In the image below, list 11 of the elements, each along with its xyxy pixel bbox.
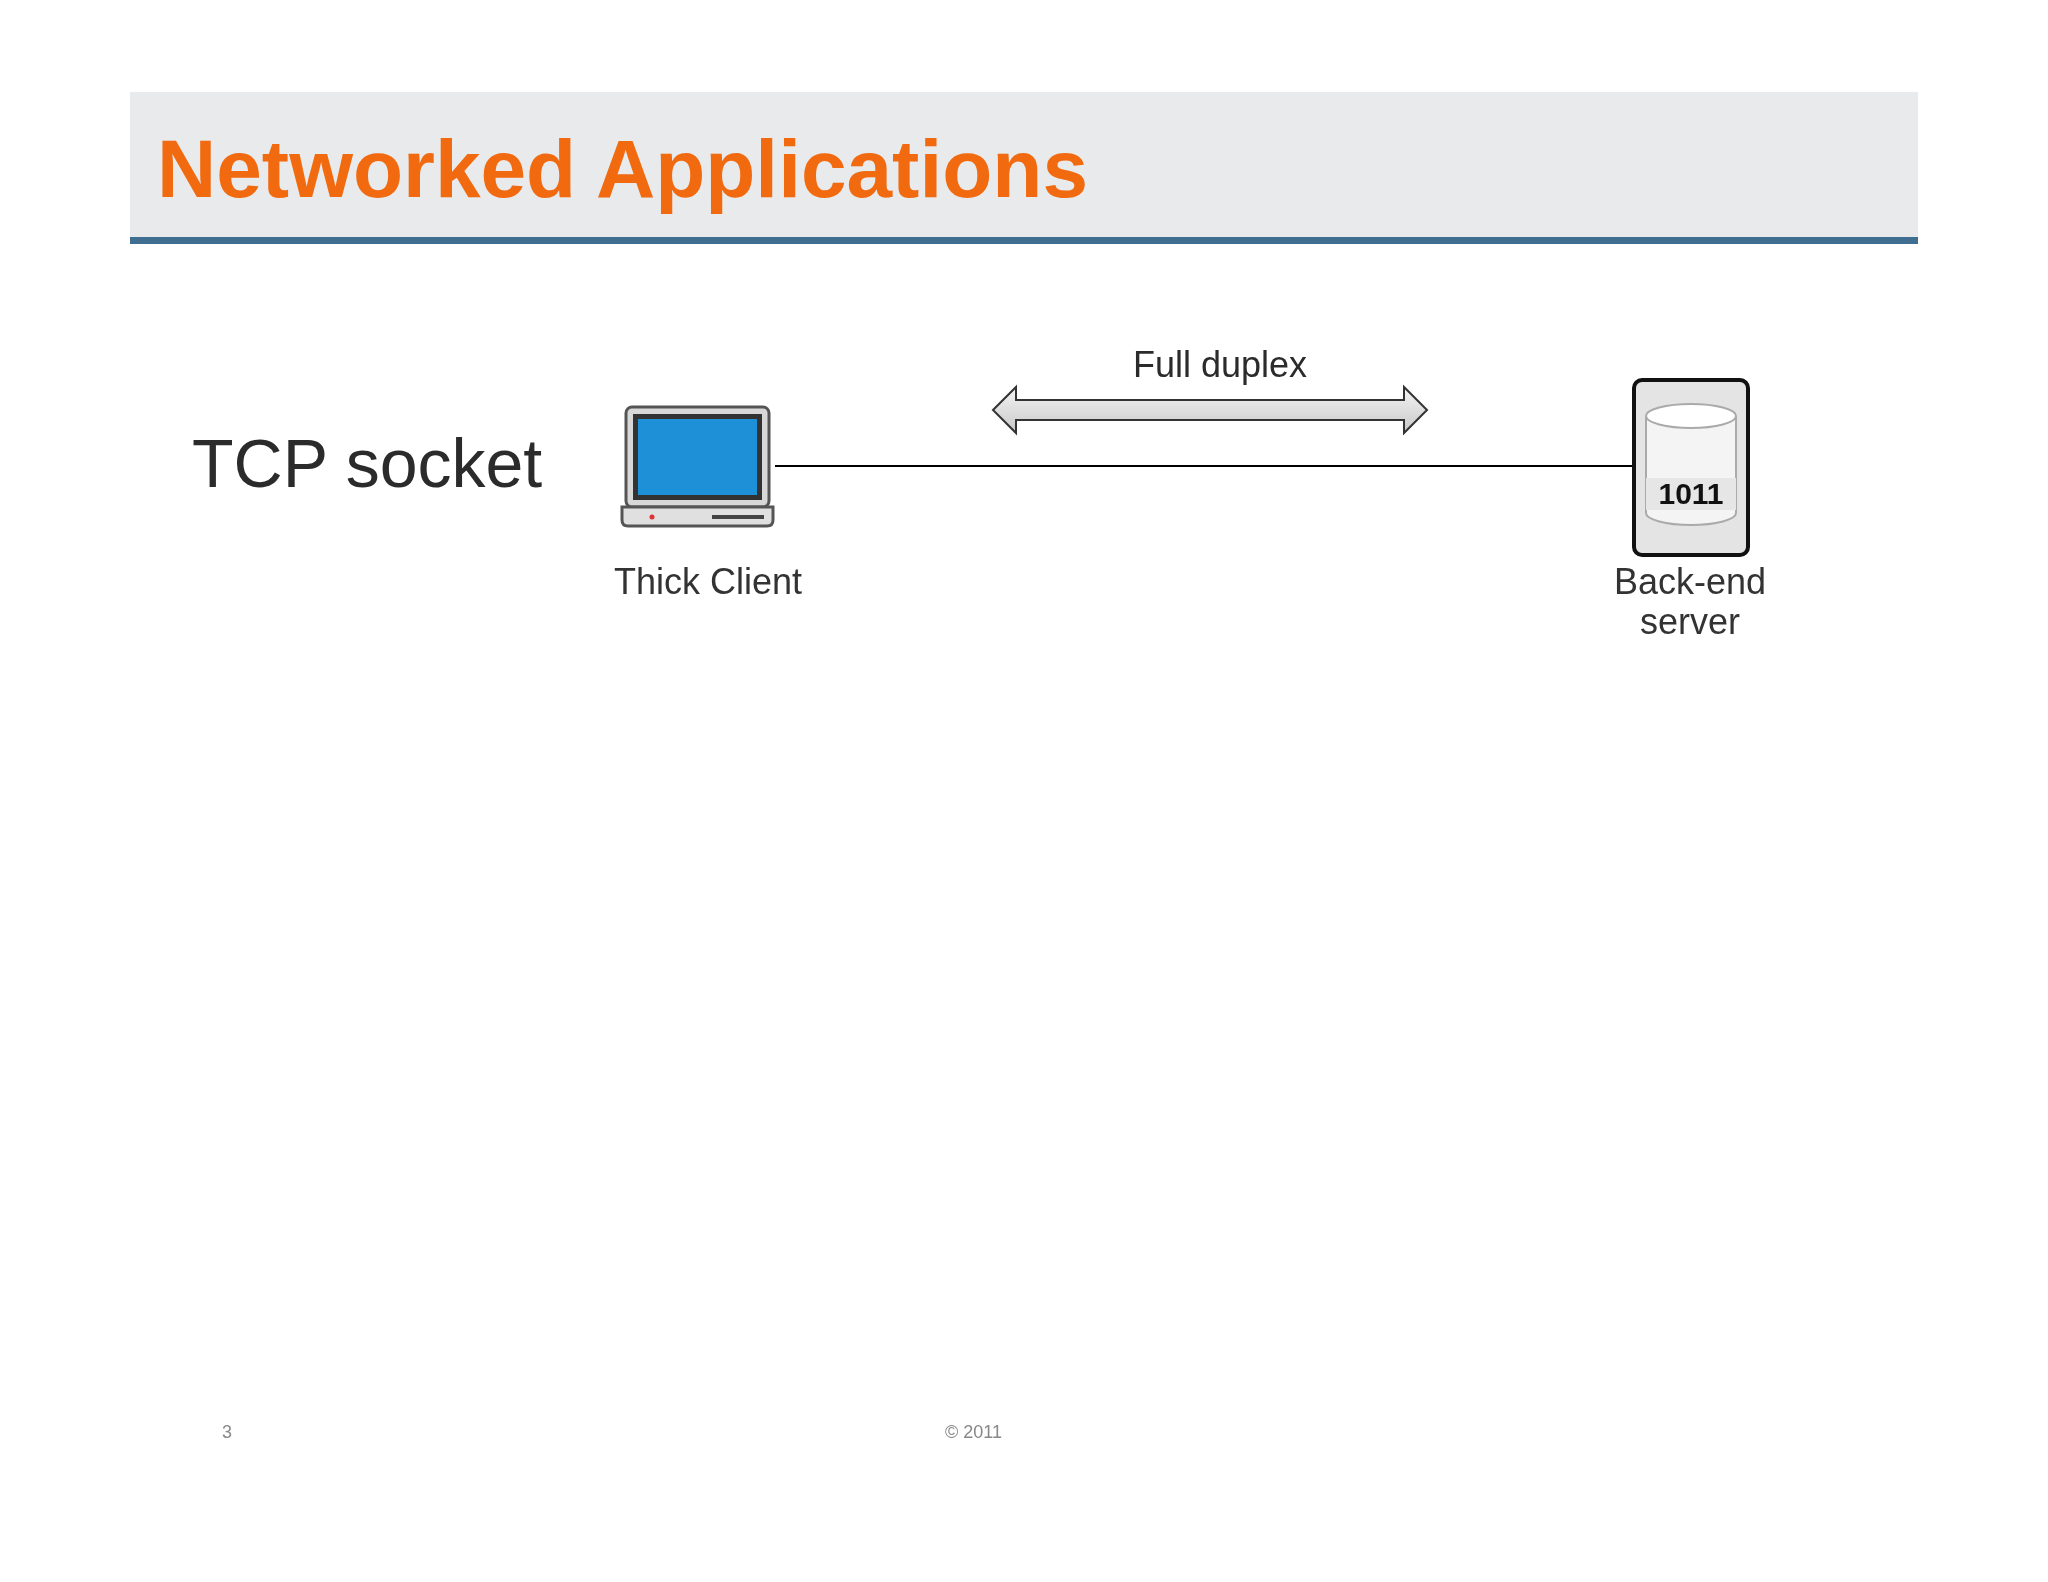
connector-line <box>774 465 1633 467</box>
page-number: 3 <box>222 1422 232 1443</box>
node-caption: Back-end server <box>1612 562 1768 642</box>
node-caption: Thick Client <box>612 562 804 602</box>
edge-caption: Full duplex <box>1131 344 1309 386</box>
drum-label: 1011 <box>1657 478 1725 510</box>
picture <box>620 405 775 528</box>
heading-label: TCP socket <box>192 424 543 503</box>
slide-title: Networked Applications <box>157 122 1088 216</box>
picture <box>1632 378 1750 557</box>
copyright-note: © 2011 <box>945 1422 1002 1443</box>
